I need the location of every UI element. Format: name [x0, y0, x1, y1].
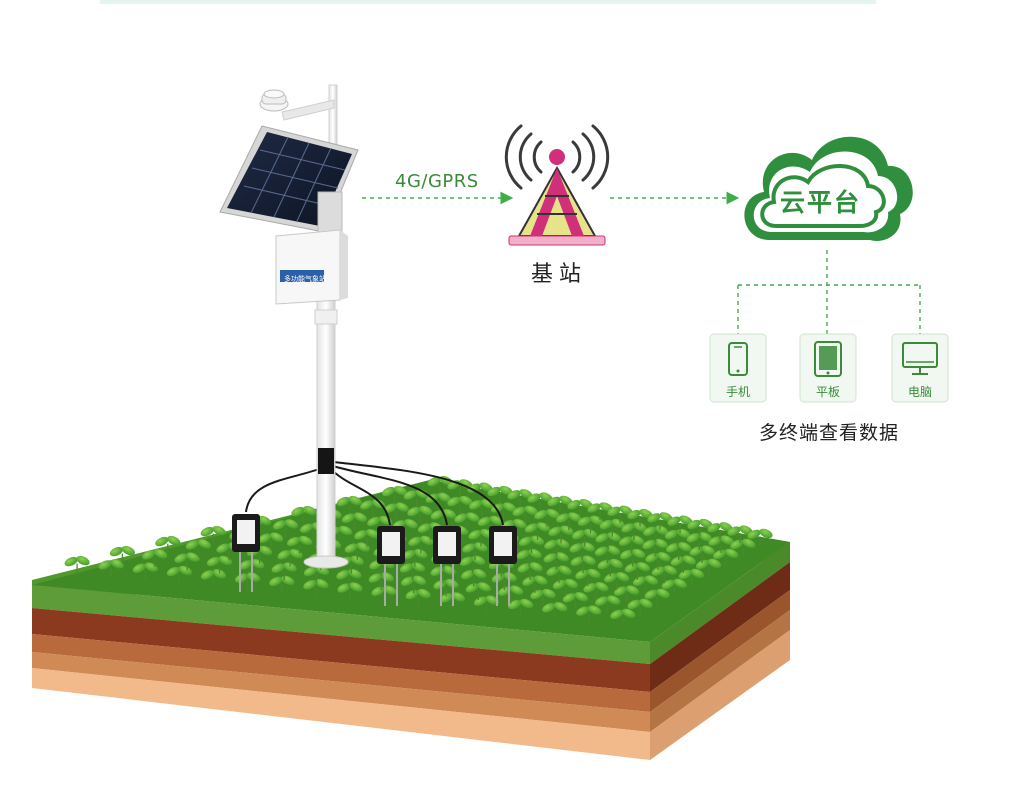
station-box-label: 多功能气象站 — [284, 275, 326, 283]
soil-sensor-2 — [377, 526, 405, 606]
station-pole — [281, 84, 349, 569]
cloud-platform-label: 云平台 — [780, 188, 862, 217]
base-station-tower-icon — [504, 124, 610, 246]
monitor-icon — [902, 342, 938, 375]
base-station-label: 基站 — [531, 262, 588, 287]
devices-caption: 多终端查看数据 — [759, 422, 900, 444]
top-banner-strip — [100, 0, 876, 4]
soil-sensor-3 — [433, 526, 461, 606]
device-connection-lines — [737, 250, 921, 334]
solar-panel — [219, 125, 359, 235]
device-label-tablet: 平板 — [815, 385, 840, 399]
phone-icon — [728, 342, 748, 376]
cloud-platform-icon — [744, 136, 913, 241]
tablet-icon — [814, 341, 842, 377]
device-card-phone — [709, 333, 767, 403]
soil-sensor-1 — [232, 514, 260, 592]
soil-sensor-4 — [489, 526, 517, 606]
device-card-tablet — [799, 333, 857, 403]
device-card-pc — [891, 333, 949, 403]
device-label-pc: 电脑 — [907, 385, 932, 399]
station-control-box — [275, 229, 348, 305]
link-label-4g-gprs: 4G/GPRS — [395, 171, 479, 192]
weather-sensor-head — [259, 89, 289, 112]
device-label-phone: 手机 — [725, 385, 750, 399]
soil-sensors — [232, 514, 517, 606]
sensor-cables — [245, 461, 504, 526]
